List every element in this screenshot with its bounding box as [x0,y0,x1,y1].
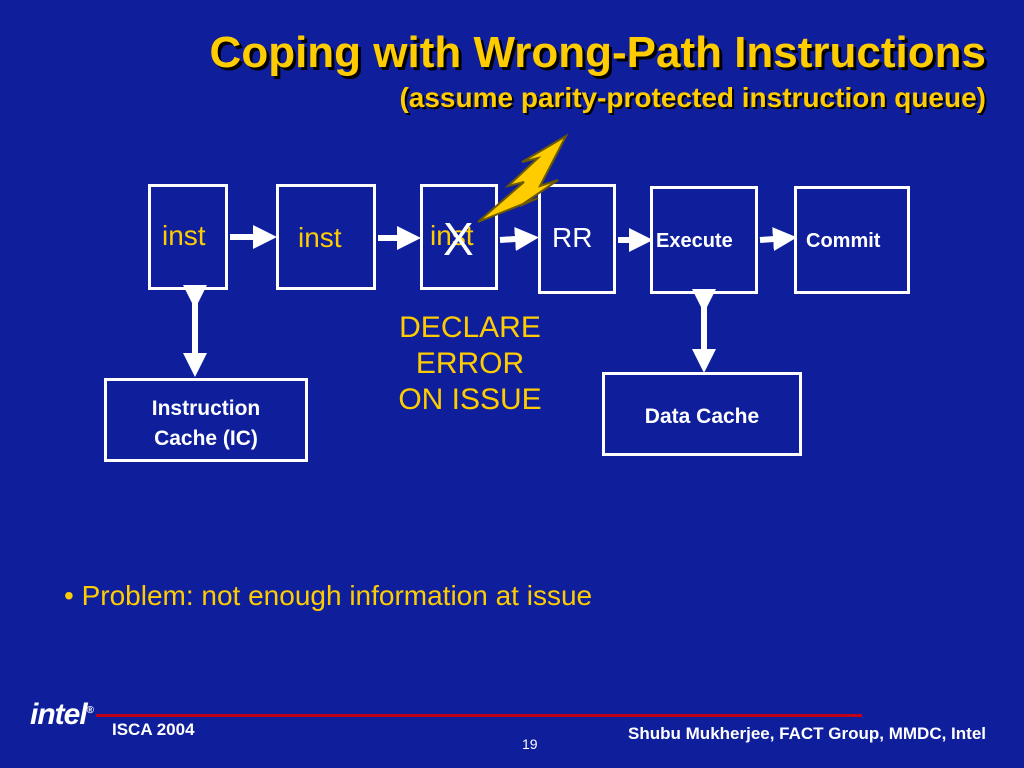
stage-execute-label: Execute [656,230,733,252]
stage-commit-label: Commit [806,230,881,252]
arrow-issue-rr [499,227,539,251]
data-cache-label: Data Cache [644,405,760,428]
declare-line2: ERROR [415,347,525,380]
stage-decode-inst: inst [298,222,342,253]
instruction-cache-line1: Instruction [151,397,261,420]
bullet-problem: • Problem: not enough information at iss… [64,580,593,611]
stage-decode-box [276,184,376,290]
declare-line1: DECLARE [399,311,541,344]
stage-issue-inst: inst [430,220,474,251]
footer-rule [96,714,862,717]
instruction-cache-label: Instruction Cache (IC) [104,394,308,454]
error-x-mark: X [443,213,474,265]
lightning-bolt-icon [477,133,569,223]
declare-error-text: DECLARE ERROR ON ISSUE [380,310,560,418]
stage-fetch-inst: inst [162,220,206,251]
arrow-execute-commit [759,227,797,252]
footer-conference: ISCA 2004 [112,720,195,739]
instruction-cache-box [104,378,308,462]
intel-logo-text: intel [30,698,88,731]
intel-logo: intel® [30,698,94,731]
stage-rr-label: RR [552,222,593,253]
instruction-cache-line2: Cache (IC) [154,427,258,450]
stage-rr-box [538,184,616,294]
slide-title: Coping with Wrong-Path Instructions [209,28,986,77]
footer-author: Shubu Mukherjee, FACT Group, MMDC, Intel [628,724,986,743]
slide-subtitle: (assume parity-protected instruction que… [399,82,986,113]
page-number: 19 [522,736,538,752]
data-cache-box [602,372,802,456]
declare-line3: ON ISSUE [398,383,542,416]
stage-issue-box [420,184,498,290]
